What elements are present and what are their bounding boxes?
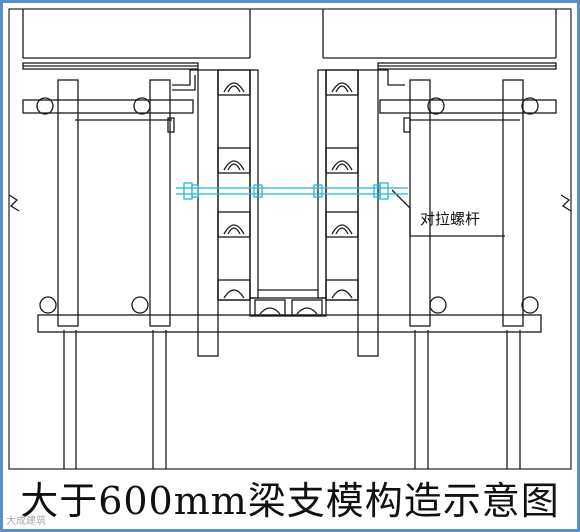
watermark: 大成建筑	[6, 516, 46, 527]
side-stud-left	[197, 69, 219, 357]
callout-leader	[391, 189, 505, 237]
bottom-blocks	[254, 299, 323, 316]
prop-left-2	[149, 79, 171, 327]
prop-left-1	[57, 79, 79, 327]
side-stud-right	[357, 69, 379, 357]
inner-border	[8, 8, 572, 470]
ledger-upper-left	[22, 99, 194, 114]
diagram-caption: 大于600mm梁支模构造示意图	[20, 479, 560, 523]
break-line-right	[560, 194, 572, 212]
pipe-clamp	[36, 97, 54, 115]
break-line-left	[8, 194, 20, 212]
tie-rod-label: 对拉螺杆	[420, 210, 481, 228]
ledger-upper-right	[379, 99, 557, 114]
walers-left	[217, 69, 251, 301]
walers-right	[325, 69, 359, 301]
prop-right-1	[409, 79, 431, 327]
beam-bottom-form	[249, 297, 327, 317]
tie-rod	[176, 182, 408, 200]
lower-crossbeam	[37, 314, 542, 333]
prop-right-2	[502, 79, 524, 327]
